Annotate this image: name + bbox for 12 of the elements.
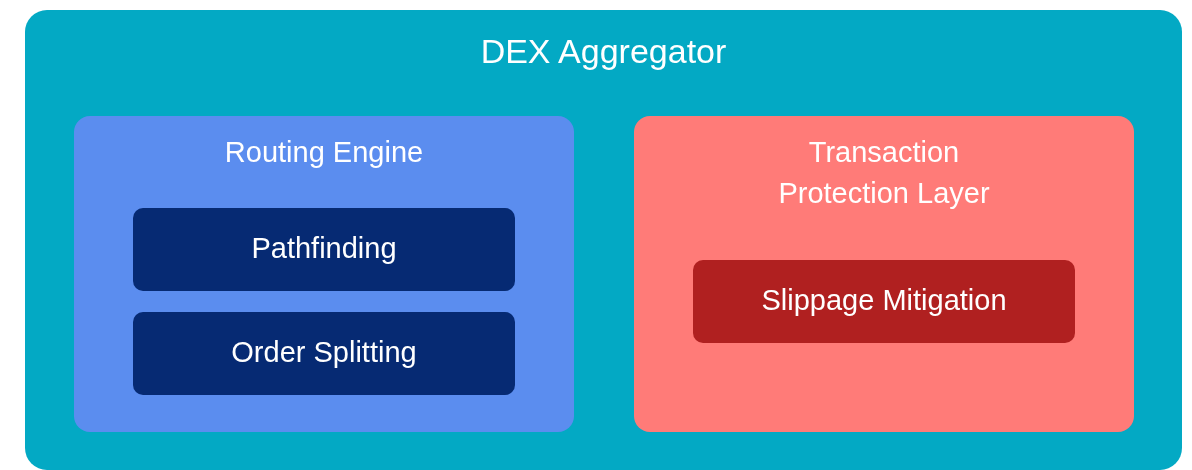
component-label: Order Splitting [230,335,418,370]
component-box [133,208,515,291]
group-panel [634,116,1134,432]
component-label: Pathfinding [250,231,398,266]
panel-title: Transaction Protection Layer [777,135,991,211]
component-label: Slippage Mitigation [760,283,1008,318]
panel-title: Routing Engine [223,135,425,170]
component-box [133,312,515,395]
group-panel [74,116,574,432]
outer-container [25,10,1182,470]
panel-title: DEX Aggregator [479,31,728,72]
component-box [693,260,1075,343]
